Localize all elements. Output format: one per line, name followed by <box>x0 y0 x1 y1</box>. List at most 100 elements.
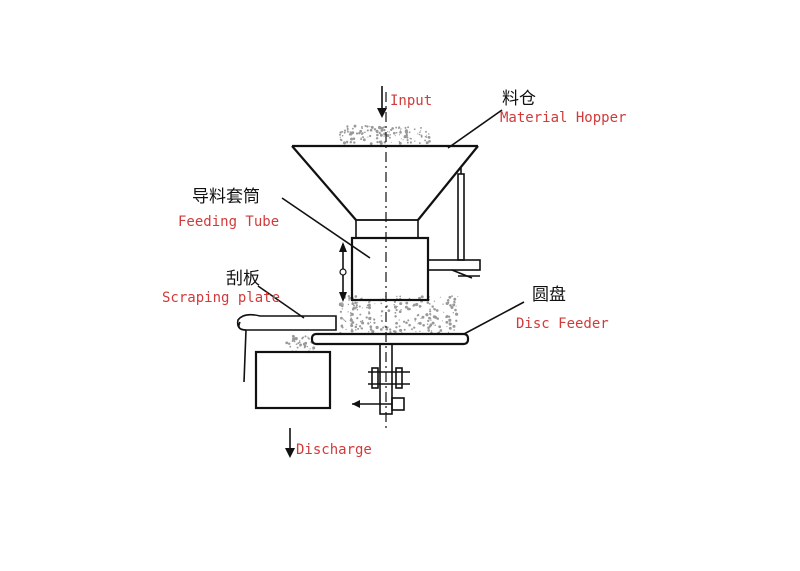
material-grain <box>340 304 344 308</box>
material-grain <box>367 136 369 138</box>
material-grain <box>383 128 386 132</box>
material-grain <box>341 130 344 133</box>
material-grain <box>420 135 423 138</box>
material-grain <box>414 320 416 322</box>
material-grain <box>420 318 422 320</box>
material-grain <box>341 308 343 310</box>
material-grain <box>426 301 430 304</box>
adjusting-rod <box>457 168 465 261</box>
material-grain <box>403 320 406 323</box>
disc-label-en: Disc Feeder <box>516 316 609 332</box>
material-grain <box>367 303 371 307</box>
material-grain <box>436 317 439 320</box>
material-grain <box>299 340 301 342</box>
hopper-label-en: Material Hopper <box>500 110 626 126</box>
material-grain <box>339 310 342 313</box>
material-grain <box>417 323 419 325</box>
material-grain <box>359 132 361 134</box>
material-grain <box>375 130 379 134</box>
material-grain <box>346 126 349 128</box>
material-grain <box>398 310 402 314</box>
material-grain <box>361 126 363 128</box>
material-grain <box>351 307 355 311</box>
feeding-tube <box>350 219 481 302</box>
material-grain <box>355 132 359 135</box>
material-grain <box>383 132 386 136</box>
material-grain <box>399 302 403 306</box>
material-grain <box>406 139 409 142</box>
material-grain <box>307 336 309 338</box>
material-grain <box>378 131 381 134</box>
material-grain <box>345 328 347 331</box>
input-arrow-icon <box>377 86 387 118</box>
discharge-label: Discharge <box>296 442 372 458</box>
material-grain <box>353 124 357 128</box>
material-grain <box>428 139 431 143</box>
material-grain <box>445 320 449 324</box>
material-grain <box>397 306 399 308</box>
material-grain <box>365 316 368 319</box>
material-hopper <box>291 144 479 221</box>
material-grain <box>342 318 344 320</box>
material-grain <box>395 308 398 312</box>
material-grain <box>428 303 431 305</box>
discharge-arrow-icon <box>285 428 295 458</box>
material-grain <box>380 315 383 317</box>
material-grain <box>404 126 407 129</box>
material-grain <box>426 323 429 325</box>
material-grain <box>347 131 349 133</box>
material-grain <box>415 331 417 333</box>
material-grain <box>369 325 373 329</box>
material-grain <box>439 296 441 298</box>
material-grain <box>361 307 363 309</box>
material-grain <box>353 304 356 307</box>
material-grain <box>398 127 400 130</box>
material-grain <box>296 346 299 349</box>
material-grain <box>391 127 394 130</box>
material-grain <box>420 295 424 299</box>
material-grain <box>429 317 432 320</box>
material-grain <box>364 131 366 134</box>
material-grain <box>340 139 343 142</box>
material-grain <box>356 317 359 320</box>
material-grain <box>403 328 406 331</box>
material-grain <box>351 302 355 306</box>
material-grain <box>342 141 347 145</box>
material-grain <box>349 314 352 317</box>
material-grain <box>404 131 406 133</box>
material-grain <box>360 137 362 139</box>
material-grain <box>368 300 371 303</box>
material-grain <box>455 313 457 315</box>
material-grain <box>354 325 358 329</box>
material-grain <box>291 340 294 343</box>
material-grain <box>352 301 354 303</box>
material-grain <box>393 300 397 304</box>
material-grain <box>396 297 398 300</box>
material-grain <box>309 348 311 350</box>
material-grain <box>376 140 379 144</box>
material-grain <box>386 133 390 138</box>
material-grain <box>359 129 363 133</box>
material-grain <box>407 319 410 322</box>
material-grain <box>339 131 342 134</box>
material-grain <box>299 343 302 347</box>
material-grain <box>398 141 402 145</box>
material-grain <box>455 305 457 307</box>
material-grain <box>373 128 377 131</box>
material-grain <box>343 319 345 321</box>
material-grain <box>361 319 364 322</box>
material-grain <box>454 308 457 312</box>
material-grains <box>285 124 459 354</box>
material-grain <box>347 129 349 131</box>
material-grain <box>375 137 379 140</box>
material-grain <box>348 299 350 301</box>
material-grain <box>360 327 364 330</box>
material-grain <box>389 134 392 136</box>
material-grain <box>343 131 346 134</box>
material-grain <box>382 326 385 329</box>
material-grain <box>404 130 409 134</box>
material-grain <box>371 330 375 334</box>
material-grain <box>339 133 341 136</box>
material-grain <box>369 142 373 146</box>
